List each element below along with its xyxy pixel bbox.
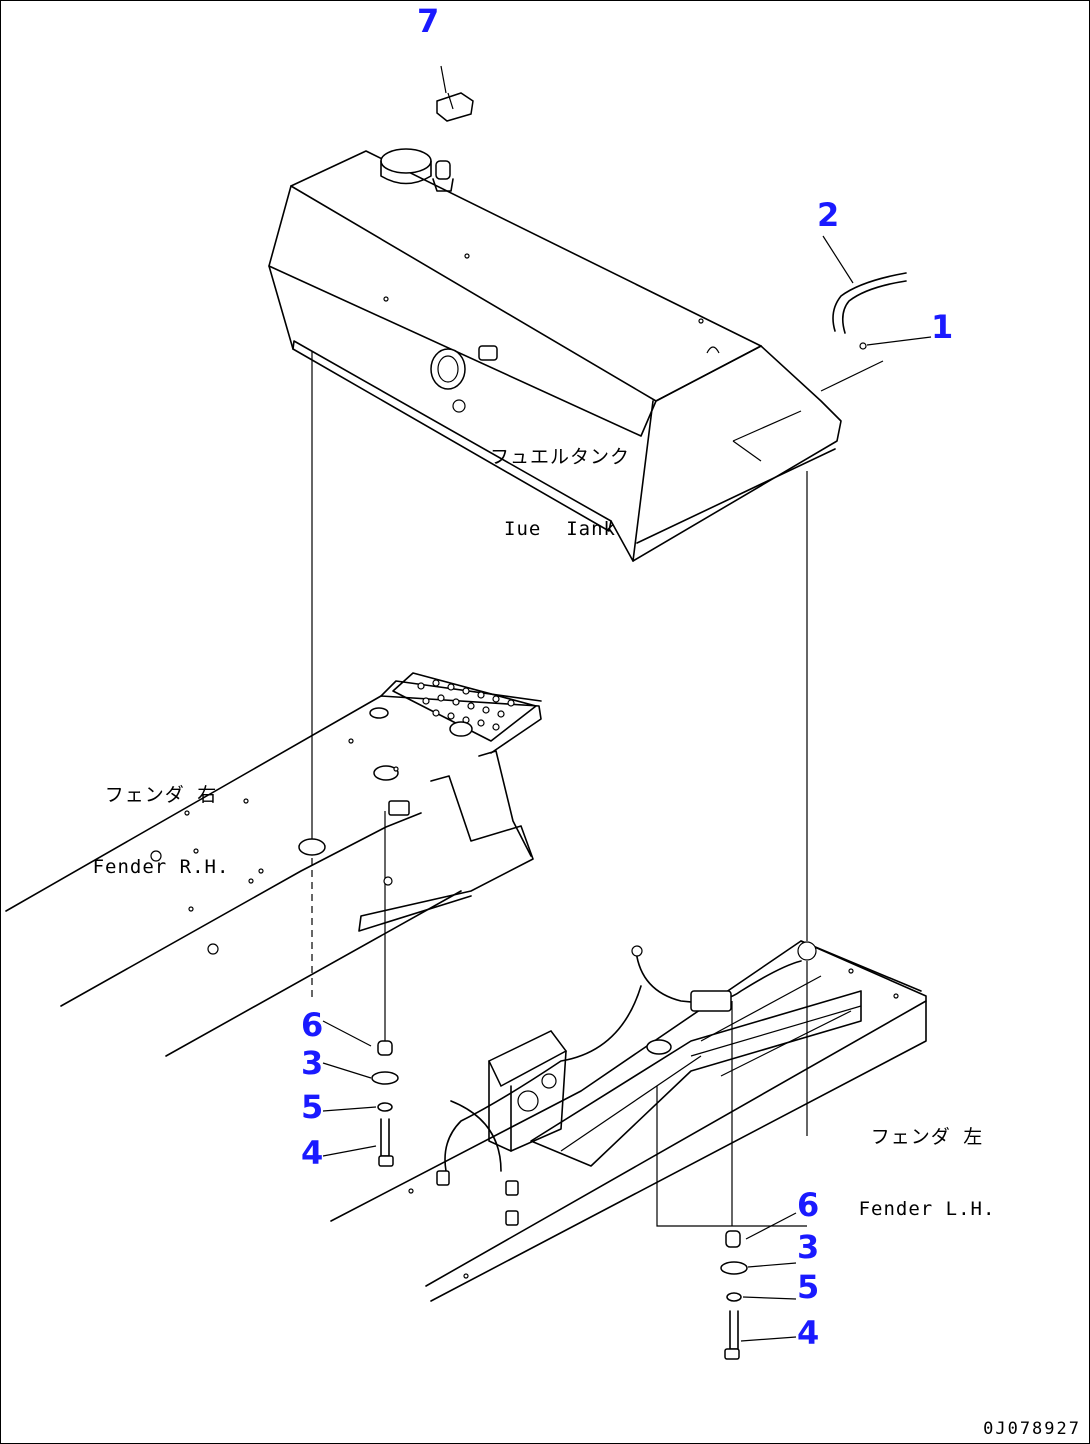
fuel-tank-label-en: Iue Iank bbox=[504, 518, 616, 540]
fender-lh-label-en: Fender L.H. bbox=[858, 1198, 996, 1220]
callout-right-3: 3 bbox=[797, 1228, 820, 1266]
step-plate-holes bbox=[417, 679, 515, 731]
drawing-number: 0J078927 bbox=[983, 1419, 1081, 1439]
callout-left-3: 3 bbox=[301, 1044, 324, 1082]
callout-right-6: 6 bbox=[797, 1186, 820, 1224]
assembly-lines bbox=[311, 351, 808, 1226]
fender-rh-label-en: Fender R.H. bbox=[92, 856, 230, 878]
callout-7: 7 bbox=[417, 2, 440, 40]
fuel-tank-label: フュエルタンク Iue Iank bbox=[485, 397, 635, 565]
callout-left-6: 6 bbox=[301, 1006, 324, 1044]
callout-left-4: 4 bbox=[301, 1134, 324, 1172]
callout-right-4: 4 bbox=[797, 1314, 820, 1352]
fender-rh-label: フェンダ 右 Fender R.H. bbox=[81, 735, 241, 903]
callout-2: 2 bbox=[817, 196, 840, 234]
callout-left-5: 5 bbox=[301, 1088, 324, 1126]
callout-1: 1 bbox=[931, 308, 954, 346]
fuel-tank-label-jp: フュエルタンク bbox=[489, 446, 630, 468]
fender-lh-label: フェンダ 左 Fender L.H. bbox=[847, 1077, 1007, 1245]
fender-lh-label-jp: フェンダ 左 bbox=[870, 1126, 984, 1148]
callout-right-5: 5 bbox=[797, 1268, 820, 1306]
right-hardware-stack bbox=[720, 1212, 797, 1360]
fender-rh-label-jp: フェンダ 右 bbox=[104, 784, 218, 806]
left-hardware-stack bbox=[322, 1020, 399, 1167]
fuel-tank bbox=[268, 65, 932, 562]
fender-lh bbox=[330, 940, 927, 1302]
fender-rh bbox=[5, 672, 542, 1057]
